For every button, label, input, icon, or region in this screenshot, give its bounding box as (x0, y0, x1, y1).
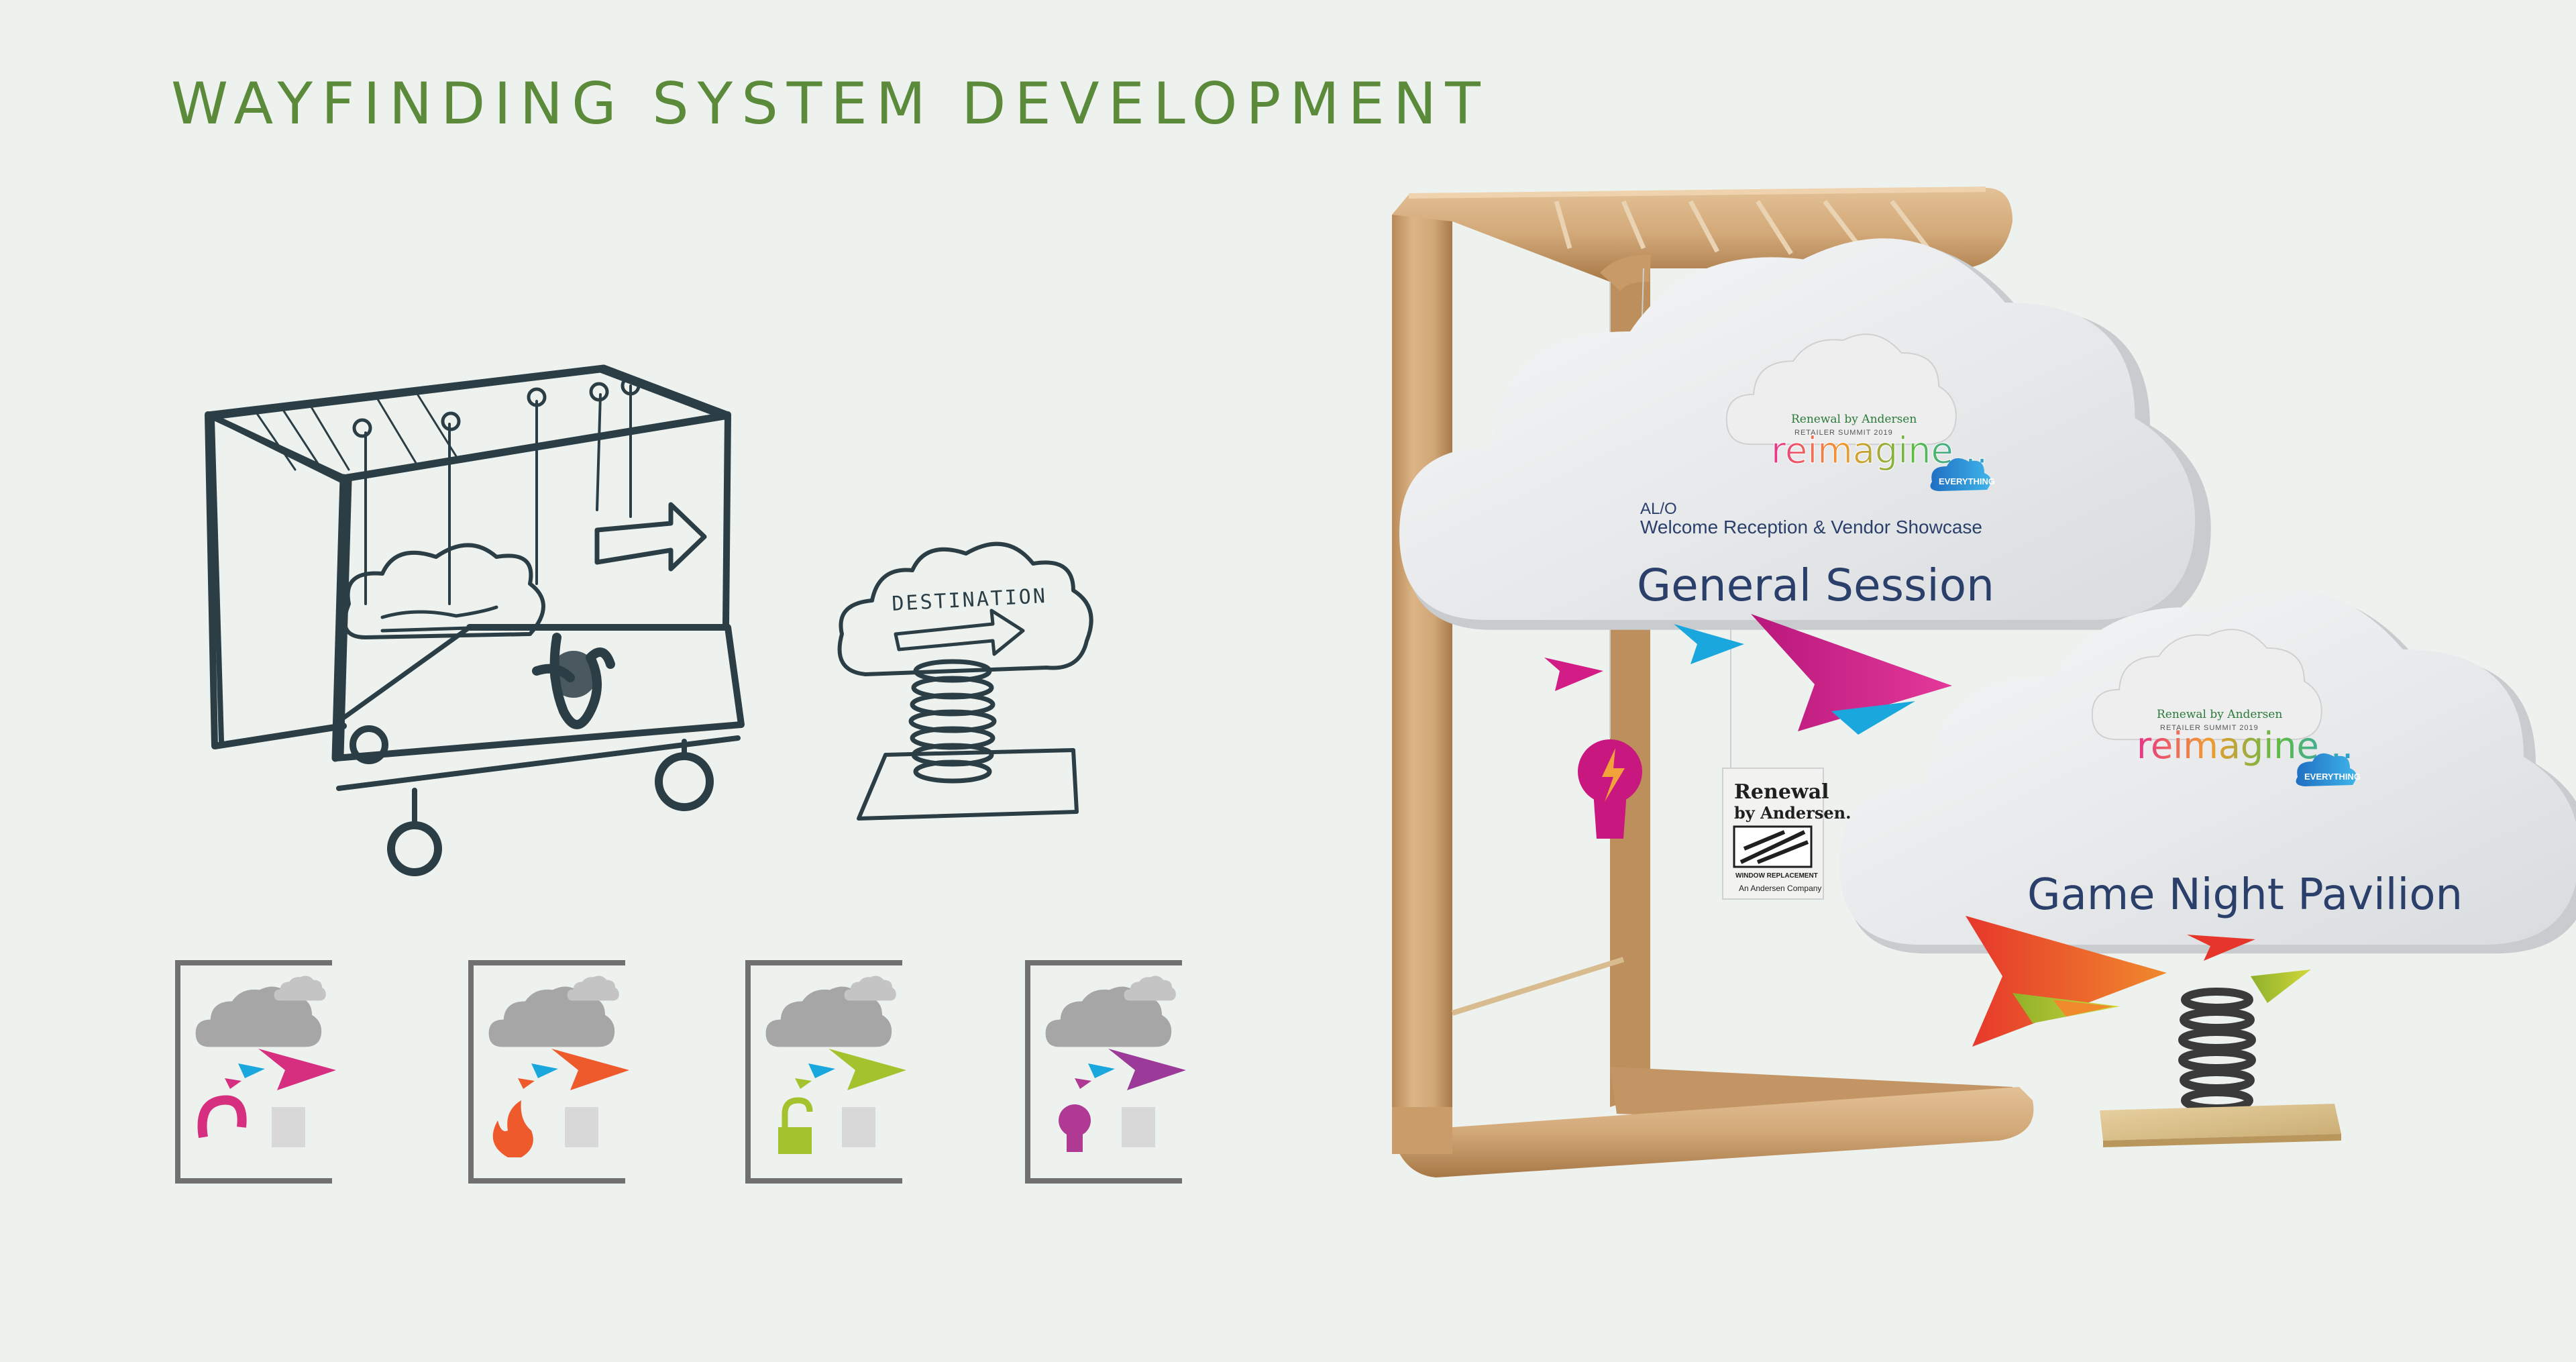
icon-variant-cards (175, 960, 1186, 1184)
lightbulb-icon (1059, 1104, 1091, 1152)
badge-brand-line1: Renewal by Andersen (2157, 708, 2282, 721)
badge-brand-line1: Renewal by Andersen (1791, 413, 1917, 426)
magnet-icon (197, 1095, 247, 1139)
reimagine-badge-game: Renewal by Andersen RETAILER SUMMIT 2019… (2091, 629, 2361, 786)
flame-icon (492, 1100, 533, 1157)
variant-card-flame (468, 960, 629, 1184)
variant-card-magnet (175, 960, 336, 1184)
badge-brand-line2: RETAILER SUMMIT 2019 (1794, 429, 1893, 437)
sign-title-game-night: Game Night Pavilion (2027, 870, 2463, 920)
renewal-andersen-card: Renewal by Andersen. WINDOW REPLACEMENT … (1722, 768, 1851, 900)
magenta-arrow (1751, 614, 1952, 731)
sketch-destination-label: DESTINATION (892, 584, 1048, 616)
badge-tag: EVERYTHING (2304, 772, 2361, 782)
lightbulb-icon (1578, 739, 1642, 839)
renewal-card-line4: An Andersen Company (1739, 884, 1821, 893)
renewal-card-line2: by Andersen. (1734, 803, 1851, 823)
lime-arrow (2251, 970, 2311, 1003)
cyan-arrow (1674, 624, 1744, 664)
badge-brand-line2: RETAILER SUMMIT 2019 (2160, 724, 2259, 732)
spring-sign-sketch: DESTINATION (837, 541, 1093, 821)
page-title: WAYFINDING SYSTEM DEVELOPMENT (171, 70, 1489, 138)
general-session-sign: AL/O Welcome Reception & Vendor Showcase… (1399, 238, 2211, 735)
sign-event-label: AL/O (1640, 500, 1677, 518)
reimagine-badge: Renewal by Andersen RETAILER SUMMIT 2019… (1725, 333, 1995, 491)
sign-title-general-session: General Session (1637, 560, 1994, 611)
orange-arrow (1966, 916, 2167, 1047)
small-magenta-arrow (1544, 658, 1603, 691)
renewal-card-line3: WINDOW REPLACEMENT (1735, 872, 1818, 880)
red-arrow (2187, 935, 2255, 961)
variant-card-padlock (745, 960, 906, 1184)
variant-card-lightbulb (1025, 960, 1186, 1184)
game-night-sign: Game Night Pavilion (1839, 589, 2576, 1147)
padlock-icon (778, 1097, 813, 1154)
renewal-card-line1: Renewal (1734, 780, 1829, 804)
sign-subtitle: Welcome Reception & Vendor Showcase (1640, 517, 1982, 537)
badge-tag: EVERYTHING (1939, 476, 1995, 486)
cart-sketch (205, 364, 745, 876)
